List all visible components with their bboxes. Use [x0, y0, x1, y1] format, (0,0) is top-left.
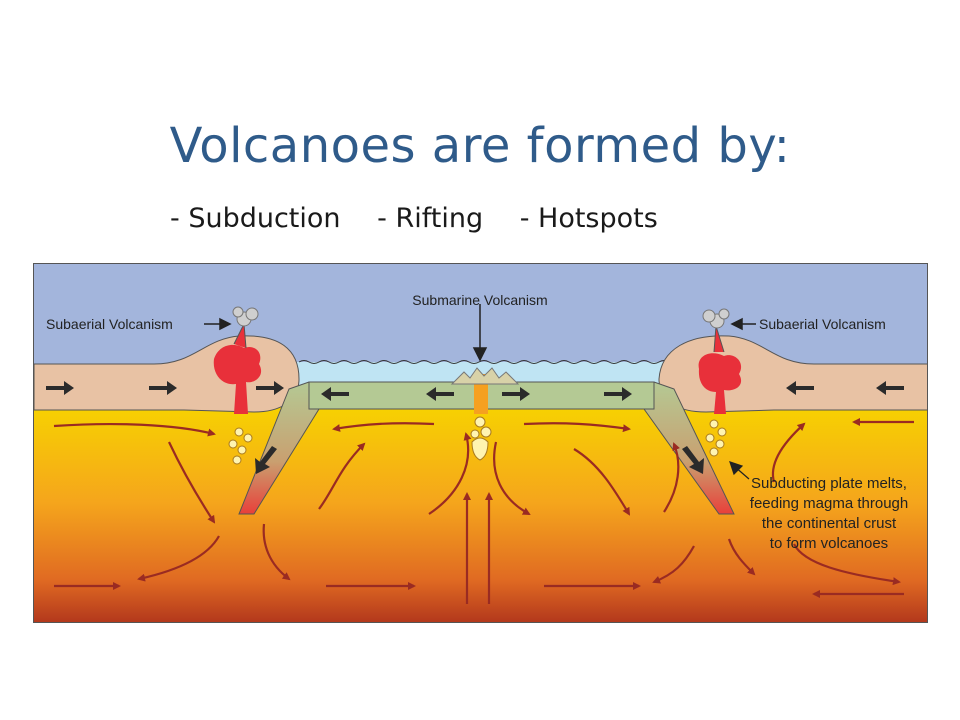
ocean-surface — [298, 360, 670, 364]
submarine-pointer-arrow — [472, 304, 488, 362]
plate-motion-arrows — [46, 381, 904, 474]
bullet-subduction: - Subduction — [170, 203, 341, 234]
subducting-note-pointer — [729, 461, 750, 480]
subducting-note: Subducting plate melts, feeding magma th… — [750, 475, 908, 552]
label-subaerial-volcanism-right: Subaerial Volcanism — [759, 316, 886, 332]
note-line-3: the continental crust — [762, 515, 897, 532]
note-line-1: Subducting plate melts, — [751, 475, 907, 492]
bullet-rifting: - Rifting — [377, 203, 484, 234]
ridge-crest — [450, 367, 520, 385]
mantle-layer — [34, 404, 927, 622]
note-line-4: to form volcanoes — [770, 535, 888, 552]
convection-arrows — [53, 418, 914, 604]
subaerial-right-pointer — [730, 317, 756, 331]
magma-chamber-left — [213, 344, 262, 414]
magma-drops-right — [705, 419, 727, 457]
subaerial-left-pointer — [204, 317, 232, 331]
magma-drops-left — [228, 427, 253, 465]
bullet-hotspots: - Hotspots — [519, 203, 658, 234]
ash-cloud-left — [232, 306, 259, 327]
label-submarine-volcanism: Submarine Volcanism — [412, 292, 547, 308]
label-subaerial-volcanism-left: Subaerial Volcanism — [46, 316, 173, 332]
magma-chamber-right — [698, 353, 742, 414]
bullet-list: - Subduction - Rifting - Hotspots — [170, 203, 658, 234]
note-line-2: feeding magma through — [750, 495, 908, 512]
slide-title: Volcanoes are formed by: — [169, 118, 791, 174]
ash-cloud-right — [702, 308, 730, 329]
plate-tectonics-diagram: Submarine Volcanism Subaerial Volcanism … — [33, 263, 928, 623]
